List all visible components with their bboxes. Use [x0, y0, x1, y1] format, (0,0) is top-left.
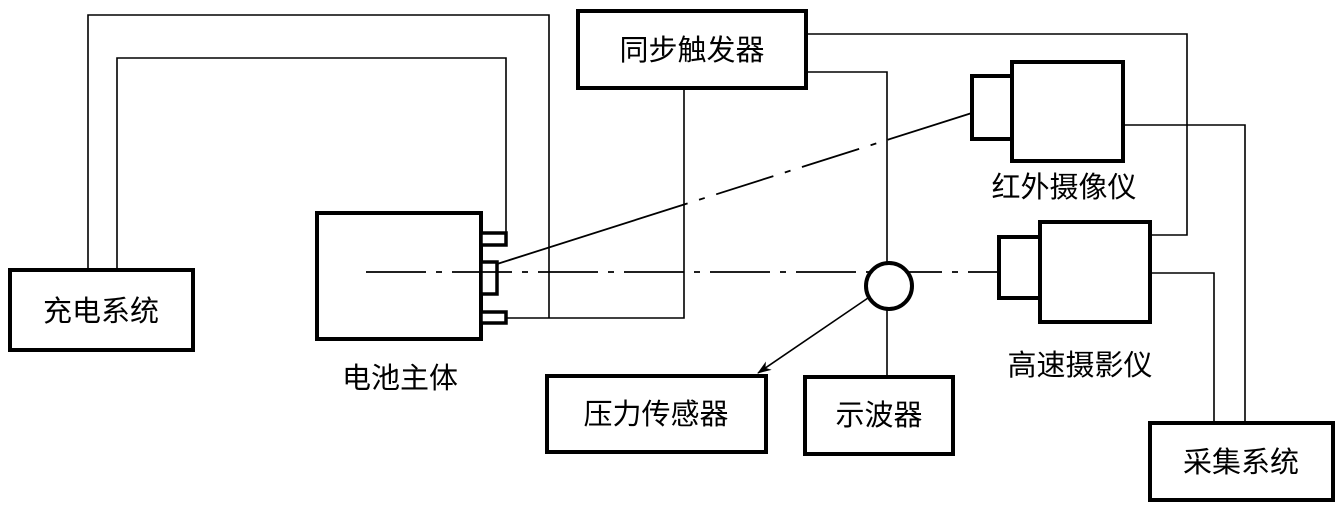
high-speed-camera-label: 高速摄影仪 — [1007, 348, 1152, 382]
battery-to-trigger-wire — [506, 88, 685, 319]
pressure-arrow — [757, 297, 869, 374]
sync-trigger-label: 同步触发器 — [619, 33, 764, 67]
infrared-camera: 红外摄像仪 — [970, 60, 1137, 204]
charging-system-label: 充电系统 — [43, 294, 159, 328]
trigger-to-sensor-wire — [806, 71, 888, 263]
charge-wire-inner — [116, 57, 507, 270]
battery-tab-top — [479, 231, 508, 247]
wires — [87, 14, 1246, 423]
battery-body: 电池主体 — [315, 211, 508, 395]
infrared-camera-label: 红外摄像仪 — [991, 170, 1136, 204]
highspeed-to-acquisition-wire — [1150, 272, 1215, 423]
battery-tab-middle — [479, 260, 499, 296]
battery-tab-bottom — [479, 310, 508, 325]
high-speed-camera: 高速摄影仪 — [997, 220, 1153, 382]
pressure-sensor-label: 压力传感器 — [583, 397, 728, 431]
oscilloscope-box: 示波器 — [803, 375, 955, 456]
charging-system-box: 充电系统 — [8, 268, 195, 352]
battery-body-label: 电池主体 — [342, 361, 458, 395]
acquisition-system-label: 采集系统 — [1183, 445, 1299, 479]
pressure-sensor-box: 压力传感器 — [545, 374, 768, 454]
infrared-to-acquisition-wire — [1123, 124, 1246, 423]
oscilloscope-label: 示波器 — [835, 398, 922, 432]
pressure-sensor-point — [864, 261, 914, 311]
sync-trigger-box: 同步触发器 — [576, 9, 808, 90]
charge-wire-outer — [87, 14, 550, 318]
trigger-to-highspeed-wire — [806, 33, 1188, 236]
optical-axis-infrared — [496, 111, 976, 265]
acquisition-system-box: 采集系统 — [1148, 421, 1335, 502]
